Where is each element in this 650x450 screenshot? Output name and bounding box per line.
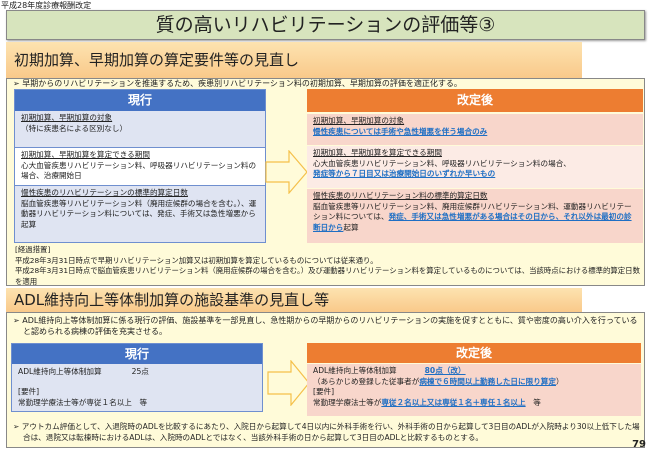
section2-bullet2: ➢ アウトカム評価として、入退院時のADLを比較するにあたり、入院日から起算して… [13, 422, 640, 442]
row-highlight: 慢性疾患については手術や急性増悪を伴う場合のみ [313, 126, 488, 136]
page-title: 質の高いリハビリテーションの評価等③ [6, 10, 645, 40]
bullet-text: アウトカム評価として、入退院時のADLを比較するにあたり、入院日から起算して4日… [21, 422, 640, 442]
revised-panel: 改定後 初期加算、早期加算の対象慢性疾患については手術や急性増悪を伴う場合のみ … [307, 89, 643, 243]
row-title: 初期加算、早期加算を算定できる期間 [21, 150, 150, 159]
row-highlight: 発症、手術又は急性増悪がある場合はその日から、それ以外は最初の診断日から [313, 212, 632, 232]
revised-header: 改定後 [307, 89, 643, 112]
item-points: 80点（改） [424, 366, 466, 375]
adl-revised-panel: 改定後 ADL維持向上等体制加算 80点（改） （あらかじめ登録した従事者が病棟で… [307, 343, 641, 416]
revised-row: 慢性疾患のリハビリテーション料の標準的算定日数脳血管疾患等リハビリテーション料、… [307, 189, 643, 243]
current-row: 初期加算、早期加算の対象（特に疾患名による区別なし） [15, 111, 265, 148]
page-number: 79 [632, 439, 646, 450]
row-body: 心大血管疾患リハビリテーション料、呼吸器リハビリテーション料の場合、 [313, 158, 571, 168]
revised-row: 初期加算、早期加算の対象慢性疾患については手術や急性増悪を伴う場合のみ [307, 114, 643, 145]
row-title: 慢性疾患のリハビリテーション料の標準的算定日数 [313, 191, 488, 200]
transition-line: 平成28年3月31日時点で早期リハビリテーション加算又は初期加算を算定しているも… [15, 255, 378, 265]
row-body: 心大血管疾患リハビリテーション料、呼吸器リハビリテーション料の場合、治療開始日 [21, 160, 257, 181]
current-row: 初期加算、早期加算を算定できる期間心大血管疾患リハビリテーション料、呼吸器リハビ… [15, 148, 265, 186]
row-title: 慢性疾患のリハビリテーションの標準的算定日数 [21, 188, 188, 197]
req-text: 等 [525, 397, 541, 407]
revised-row: 初期加算、早期加算を算定できる期間心大血管疾患リハビリテーション料、呼吸器リハビ… [307, 146, 643, 188]
row-body: 脳血管疾患等リハビリテーション料（廃用症候群の場合を含む。）、運動器リハビリテー… [21, 198, 257, 229]
revised-body: ADL維持向上等体制加算 80点（改） （あらかじめ登録した従事者が病棟で６時間以… [307, 364, 641, 416]
arrow-right-icon [267, 360, 310, 406]
row-highlight: 発症等から７日目又は治療開始日のいずれか早いもの [313, 169, 496, 178]
bullet-text: ADL維持向上等体制加算に係る現行の評価、施設基準を一部見直し、急性期からの早期… [22, 316, 638, 336]
section2-heading: ADL維持向上等体制加算の施設基準の見直し等 [6, 288, 582, 312]
transition-notes: [経過措置] 平成28年3月31日時点で早期リハビリテーション加算又は初期加算を… [15, 245, 640, 287]
current-row: 慢性疾患のリハビリテーションの標準的算定日数脳血管疾患等リハビリテーション料（廃… [15, 186, 265, 242]
section1-box: ➢ 早期からのリハビリテーションを推進するため、疾患別リハビリテーション料の初期… [6, 78, 645, 286]
item-name: ADL維持向上等体制加算 [313, 366, 397, 375]
section1-heading: 初期加算、早期加算の算定要件等の見直し [6, 42, 582, 78]
item-name: ADL維持向上等体制加算 [18, 367, 102, 376]
row-title: 初期加算、早期加算の対象 [21, 113, 113, 122]
row-title: 初期加算、早期加算の対象 [313, 116, 405, 125]
transition-line: 平成28年3月31日時点で脳血管疾患リハビリテーション料（廃用症候群の場合を含む… [15, 266, 640, 286]
transition-label: [経過措置] [15, 245, 51, 254]
note-text: ） [556, 376, 564, 386]
row-body: 脳血管疾患等リハビリテーション料、廃用症候群リハビリテーション料、運動器リハビリ… [313, 201, 632, 222]
section1-bullet: ➢ 早期からのリハビリテーションを推進するため、疾患別リハビリテーション料の初期… [13, 79, 462, 88]
header-label: 平成28年度診療報酬改定 [1, 1, 92, 10]
arrow-right-icon [265, 150, 308, 194]
section2-bullet1: ➢ ADL維持向上等体制加算に係る現行の評価、施設基準を一部見直し、急性期からの… [13, 316, 638, 336]
req-label: [要件] [313, 387, 335, 396]
current-header: 現行 [12, 344, 262, 364]
req-highlight: 専従２名以上又は専従１名＋専任１名以上 [381, 397, 526, 407]
row-body: （特に疾患名による区別なし） [21, 123, 128, 133]
current-body: ADL維持向上等体制加算 25点 [要件] 常勤理学療法士等が専従１名以上 等 [12, 364, 262, 410]
bullet-text: 早期からのリハビリテーションを推進するため、疾患別リハビリテーション料の初期加算… [22, 79, 462, 88]
req-text: 常勤理学療法士等が [313, 397, 382, 407]
current-header: 現行 [15, 90, 265, 111]
req-text: 常勤理学療法士等が専従１名以上 等 [18, 398, 148, 407]
current-panel: 現行 初期加算、早期加算の対象（特に疾患名による区別なし） 初期加算、早期加算を… [14, 89, 266, 243]
adl-current-panel: 現行 ADL維持向上等体制加算 25点 [要件] 常勤理学療法士等が専従１名以上 … [11, 343, 263, 412]
section2-box: ➢ ADL維持向上等体制加算に係る現行の評価、施設基準を一部見直し、急性期からの… [6, 312, 645, 448]
row-tail: 起算 [343, 222, 359, 232]
note-text: （あらかじめ登録した従事者が [313, 376, 420, 386]
revised-header: 改定後 [307, 343, 641, 363]
item-points: 25点 [131, 367, 149, 376]
note-highlight: 病棟で６時間以上勤務した日に限り算定 [419, 376, 556, 386]
req-label: [要件] [18, 387, 40, 396]
row-title: 初期加算、早期加算を算定できる期間 [313, 148, 442, 157]
